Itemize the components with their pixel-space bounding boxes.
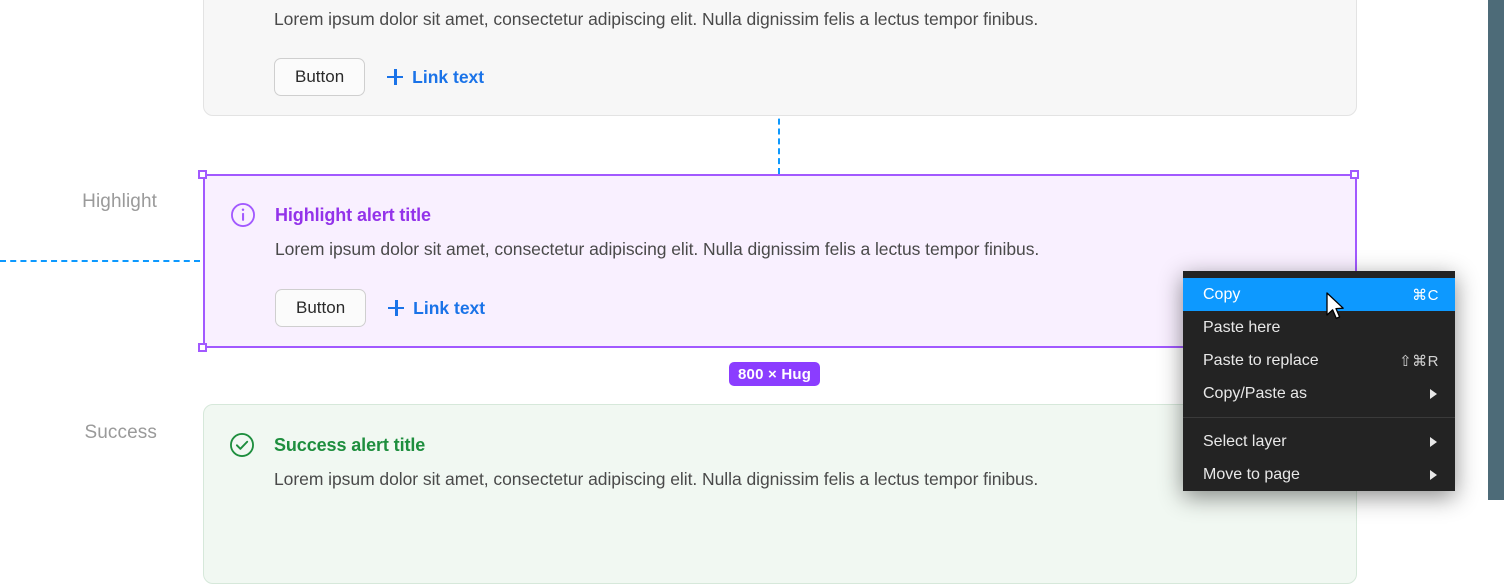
menu-item-copy[interactable]: Copy ⌘C [1183, 278, 1455, 311]
plus-icon [387, 69, 404, 85]
menu-item-paste-to-replace[interactable]: Paste to replace ⇧⌘R [1183, 344, 1455, 377]
menu-item-label: Paste to replace [1203, 351, 1319, 369]
context-menu[interactable]: Copy ⌘C Paste here Paste to replace ⇧⌘R … [1183, 271, 1455, 491]
alert-body-text: Lorem ipsum dolor sit amet, consectetur … [275, 239, 1040, 259]
menu-item-label: Copy [1203, 285, 1241, 303]
alert-title: Highlight alert title [275, 205, 431, 225]
alert-body-text: Lorem ipsum dolor sit amet, consectetur … [274, 9, 1039, 29]
info-circle-icon [230, 202, 256, 228]
right-edge-panel [1488, 0, 1504, 500]
horizontal-alignment-guide [0, 260, 200, 262]
menu-item-label: Paste here [1203, 318, 1281, 336]
alert-link-label: Link text [413, 297, 486, 318]
selection-handle-bottom-left[interactable] [198, 343, 207, 352]
menu-item-label: Move to page [1203, 465, 1300, 483]
menu-item-shortcut: ⇧⌘R [1399, 352, 1439, 370]
submenu-arrow-icon [1430, 436, 1437, 447]
menu-item-label: Copy/Paste as [1203, 384, 1308, 402]
menu-item-copy-paste-as[interactable]: Copy/Paste as [1183, 377, 1455, 410]
plus-icon [388, 300, 405, 316]
selection-size-badge: 800 × Hug [729, 362, 821, 386]
selection-handle-top-right[interactable] [1350, 170, 1359, 179]
alert-button[interactable]: Button [274, 58, 366, 96]
row-label-highlight: Highlight [82, 191, 157, 212]
submenu-arrow-icon [1430, 469, 1437, 480]
menu-item-paste-here[interactable]: Paste here [1183, 311, 1455, 344]
check-circle-icon [229, 432, 255, 458]
menu-item-select-layer[interactable]: Select layer [1183, 425, 1455, 458]
menu-item-shortcut: ⌘C [1412, 286, 1439, 304]
alert-card-neutral[interactable]: Lorem ipsum dolor sit amet, consectetur … [203, 0, 1357, 116]
alert-title: Success alert title [274, 435, 426, 455]
alert-actions: Button Link text [275, 289, 485, 327]
alert-link[interactable]: Link text [387, 67, 484, 88]
menu-item-move-to-page[interactable]: Move to page [1183, 458, 1455, 491]
alert-actions: Button Link text [274, 58, 484, 96]
submenu-arrow-icon [1430, 388, 1437, 399]
alert-card-highlight[interactable]: Highlight alert title Lorem ipsum dolor … [203, 174, 1357, 348]
alert-body-text: Lorem ipsum dolor sit amet, consectetur … [274, 469, 1039, 489]
selection-handle-top-left[interactable] [198, 170, 207, 179]
alert-link-label: Link text [412, 66, 485, 87]
menu-separator [1183, 417, 1455, 418]
alert-link[interactable]: Link text [388, 298, 485, 319]
menu-item-label: Select layer [1203, 432, 1287, 450]
row-label-success: Success [84, 422, 157, 443]
alert-button[interactable]: Button [275, 289, 367, 327]
